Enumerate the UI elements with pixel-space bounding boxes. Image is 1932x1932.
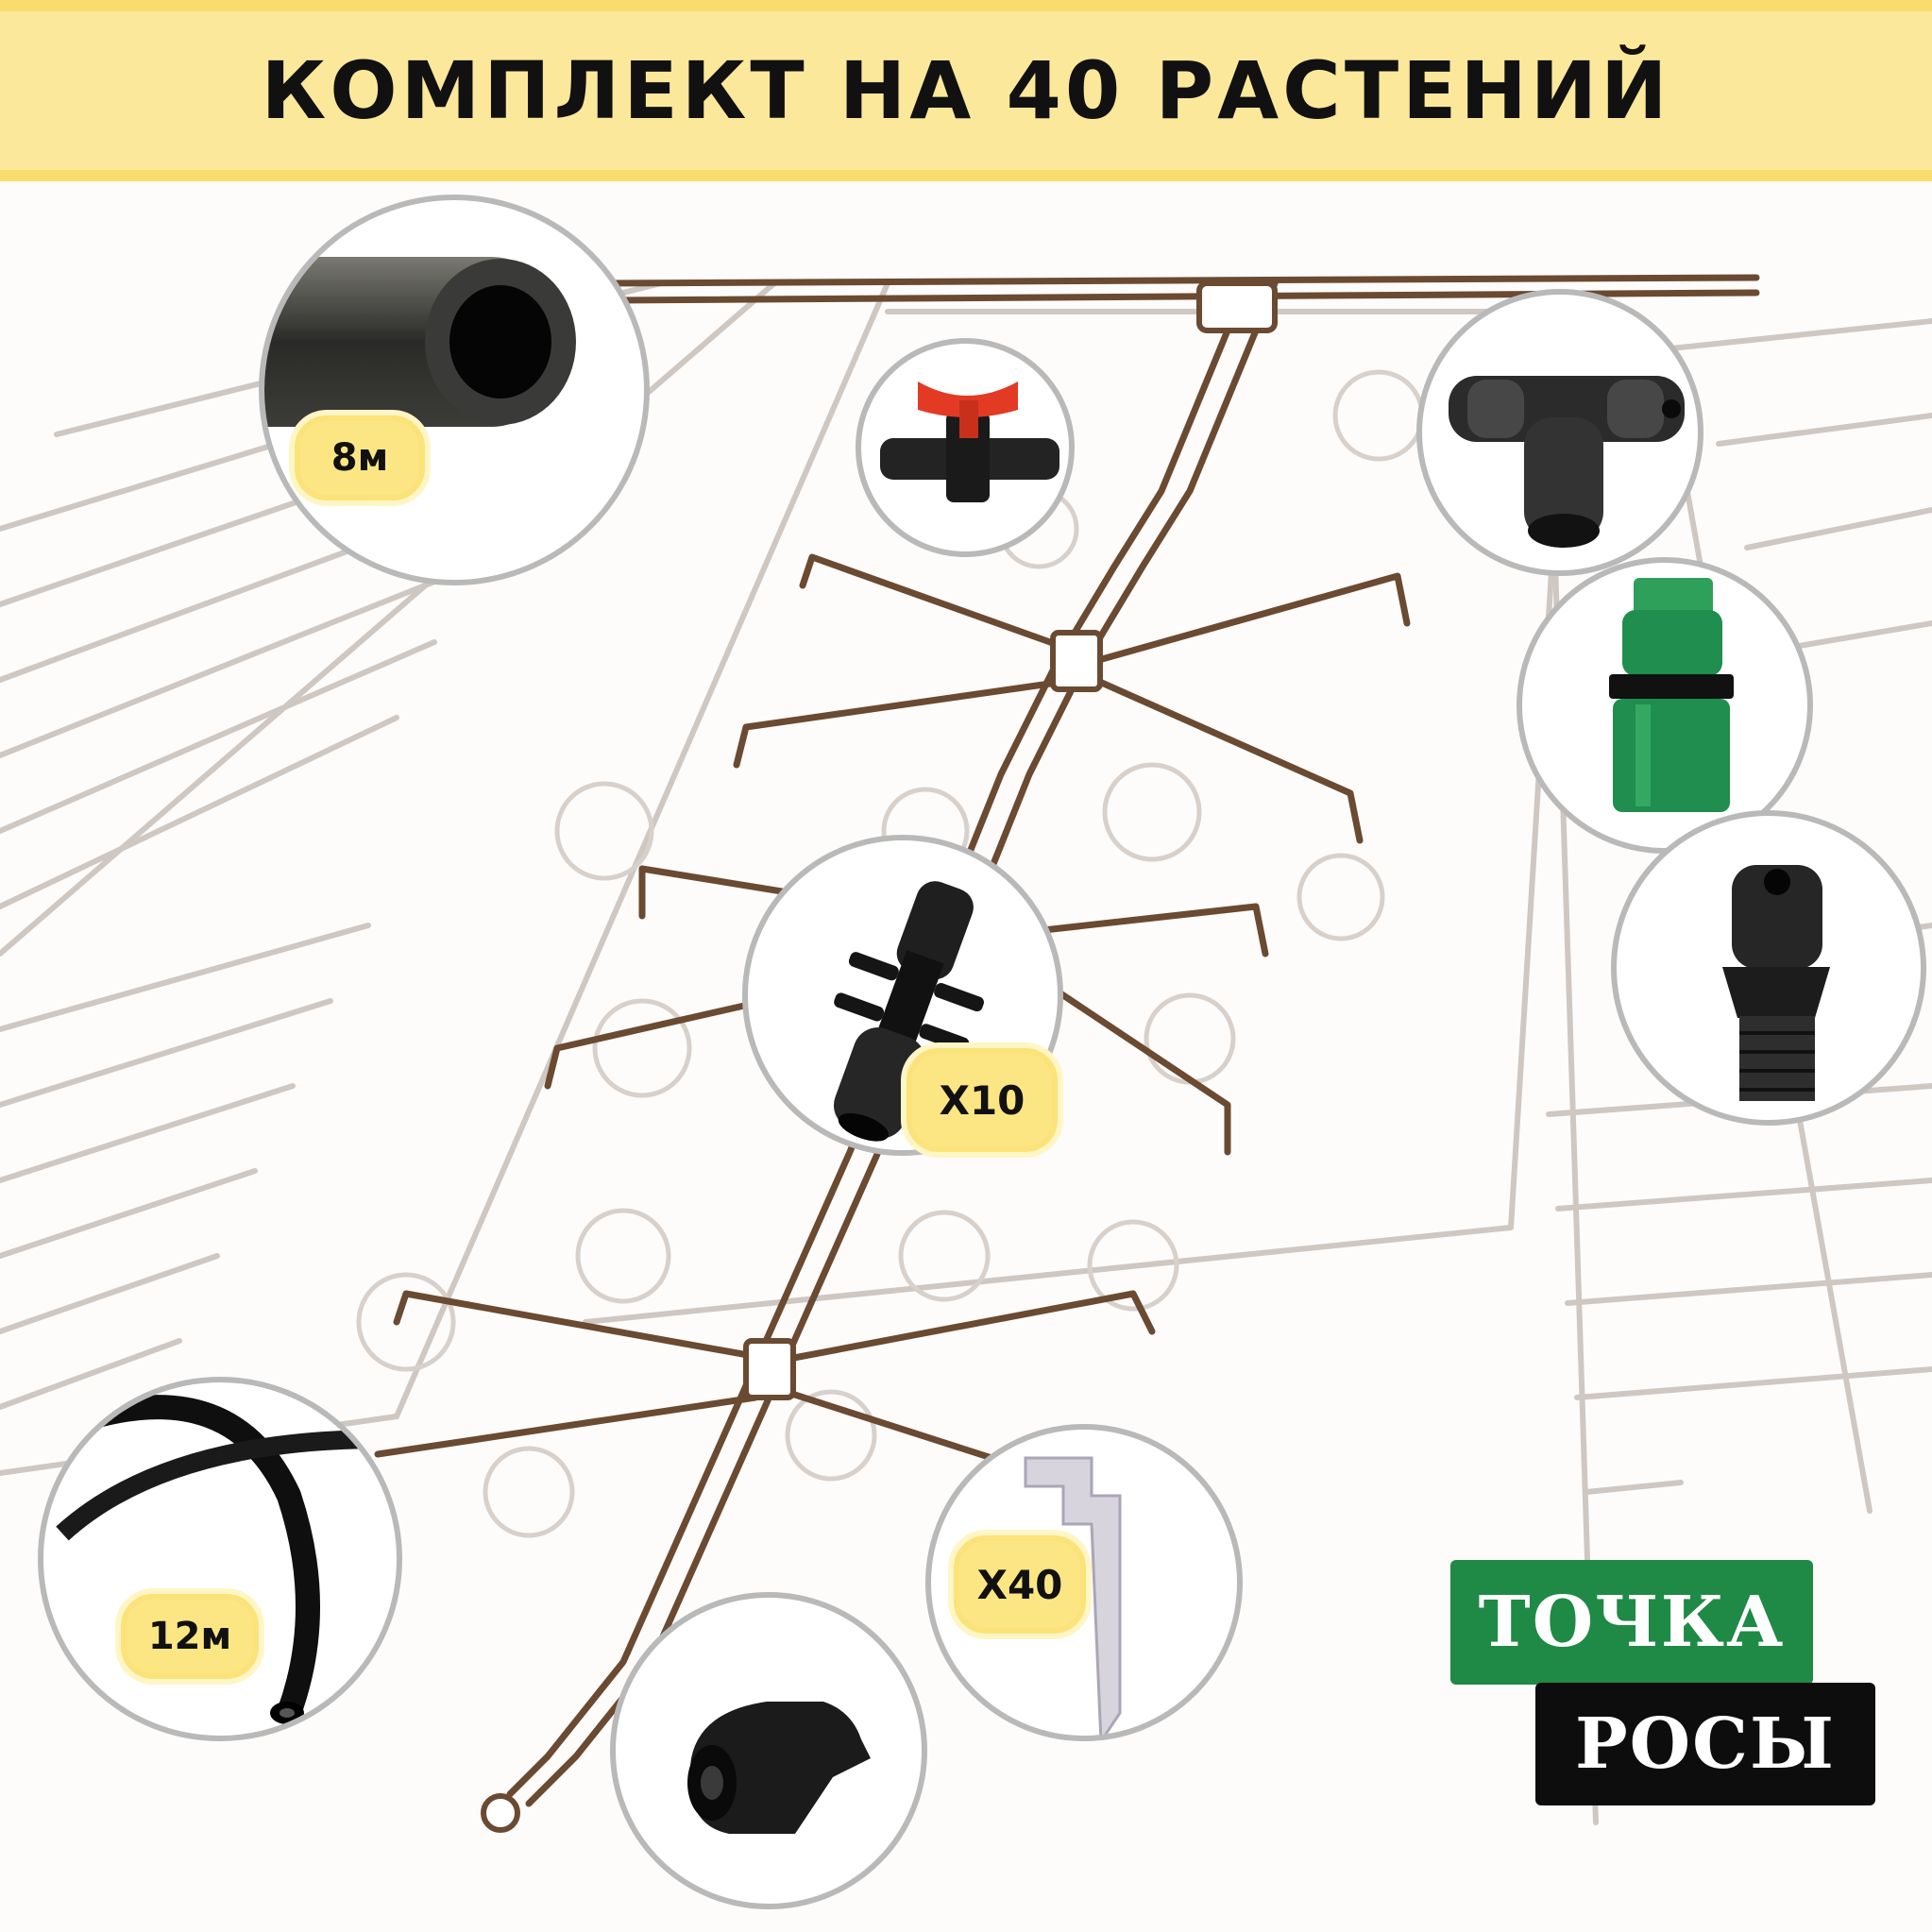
threaded-adapter-circle [1611, 810, 1926, 1126]
cross-connector-icon [833, 881, 984, 1142]
tee-connector-icon [1449, 376, 1685, 548]
micro-tube-circle [38, 1377, 402, 1741]
micro-tube-length-badge: 12м [121, 1594, 259, 1679]
brand-name-line2: РОСЫ [1575, 1703, 1836, 1785]
quick-connector-circle [1517, 557, 1813, 854]
brand-logo-top: ТОЧКА [1450, 1560, 1813, 1685]
main-hose-length-badge: 8м [295, 415, 425, 500]
end-plug-icon [687, 1702, 871, 1834]
tee-connector-circle [1416, 289, 1703, 576]
main-hose-circle [259, 195, 650, 585]
main-hose-length: 8м [330, 436, 389, 480]
quick-connector-icon [1609, 578, 1734, 812]
garden-bed-sketch [0, 274, 1932, 1833]
micro-tube-icon [56, 1395, 384, 1725]
dripper-stake-icon [1024, 1456, 1122, 1736]
cross-connector-qty-badge: X10 [907, 1048, 1058, 1152]
valve-circle [856, 338, 1075, 557]
brand-logo-bottom: РОСЫ [1535, 1683, 1875, 1805]
dripper-stake-qty: X40 [976, 1561, 1063, 1608]
cross-connector-qty: X10 [939, 1076, 1025, 1124]
valve-icon [880, 381, 1059, 502]
threaded-adapter-icon [1722, 865, 1830, 1101]
tube-cross-section-icon [264, 257, 576, 427]
title-banner: КОМПЛЕКТ НА 40 РАСТЕНИЙ [0, 0, 1932, 181]
end-plug-circle [610, 1592, 927, 1909]
dripper-stake-qty-badge: X40 [954, 1535, 1086, 1634]
micro-tube-length: 12м [147, 1615, 232, 1658]
kit-title: КОМПЛЕКТ НА 40 РАСТЕНИЙ [261, 44, 1671, 137]
brand-name-line1: ТОЧКА [1478, 1582, 1786, 1663]
